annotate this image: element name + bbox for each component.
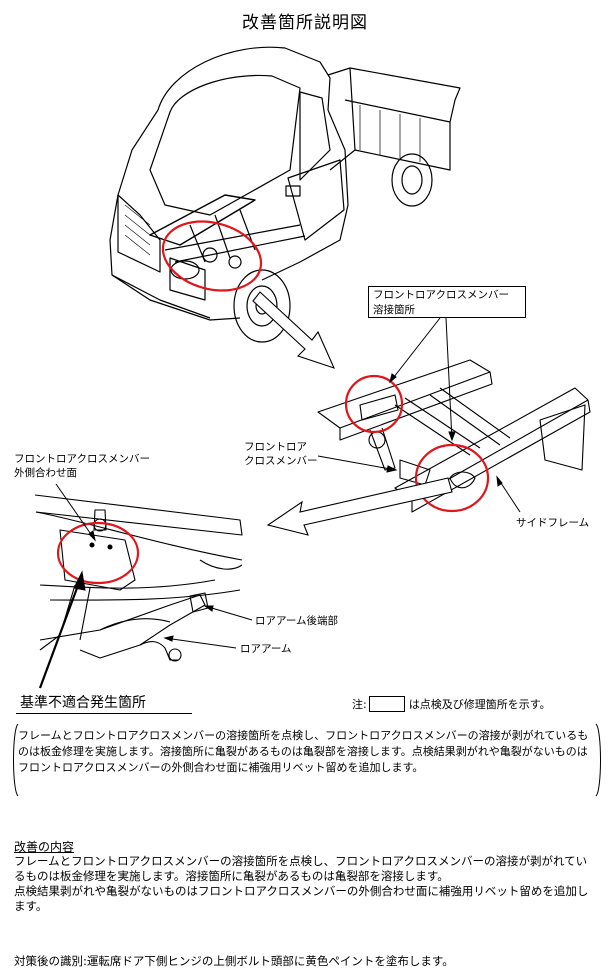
note-prefix: 注: [352, 698, 367, 711]
arrow-to-detail [266, 477, 453, 536]
truck-illustration [109, 46, 461, 343]
cross-member-label: フロントロア クロスメンバー [244, 441, 318, 467]
weld-point-callout: フロントロアクロスメンバー 溶接箇所 [368, 286, 526, 318]
weld-point-label: フロントロアクロスメンバー 溶接箇所 [373, 289, 509, 316]
legend-note: 注: は点検及び修理箇所を示す。 [352, 696, 551, 712]
lower-arm-illustration [34, 494, 243, 662]
lower-arm-rear-label: ロアアーム後端部 [255, 615, 339, 627]
weld-highlight-circle-2 [414, 443, 490, 513]
arrow-to-frame [252, 291, 336, 369]
outer-face-highlight-circle [56, 521, 140, 585]
outer-face-label: フロントロアクロスメンバー 外側合わせ面 [14, 453, 150, 479]
nonconformity-label: 基準不適合発生箇所 [20, 695, 146, 711]
summary-text: フレームとフロントロアクロスメンバーの溶接箇所を点検し、フロントロアクロスメンバ… [18, 729, 589, 774]
note-suffix: は点検及び修理箇所を示す。 [408, 698, 551, 711]
improvement-body: フレームとフロントロアクロスメンバーの溶接箇所を点検し、フロントロアクロスメンバ… [14, 854, 589, 913]
truck-highlight-circle [161, 220, 263, 292]
page-title: 改善箇所説明図 [242, 13, 368, 33]
summary-bracket-right [595, 723, 601, 797]
callout-leaders [317, 317, 521, 513]
nonconformity-underline [16, 713, 192, 714]
side-frame-label: サイドフレーム [516, 517, 590, 529]
summary-bracket-left [13, 723, 19, 797]
identification-note: 対策後の識別:運転席ドア下側ヒンジの上側ボルト頭部に黄色ペイントを塗布します。 [14, 954, 454, 968]
lower-arm-label: ロアアーム [240, 643, 292, 655]
weld-highlight-circle-1 [344, 374, 404, 434]
note-legend-box [368, 696, 405, 712]
improvement-heading: 改善の内容 [14, 840, 75, 854]
detail-leaders [38, 483, 253, 689]
